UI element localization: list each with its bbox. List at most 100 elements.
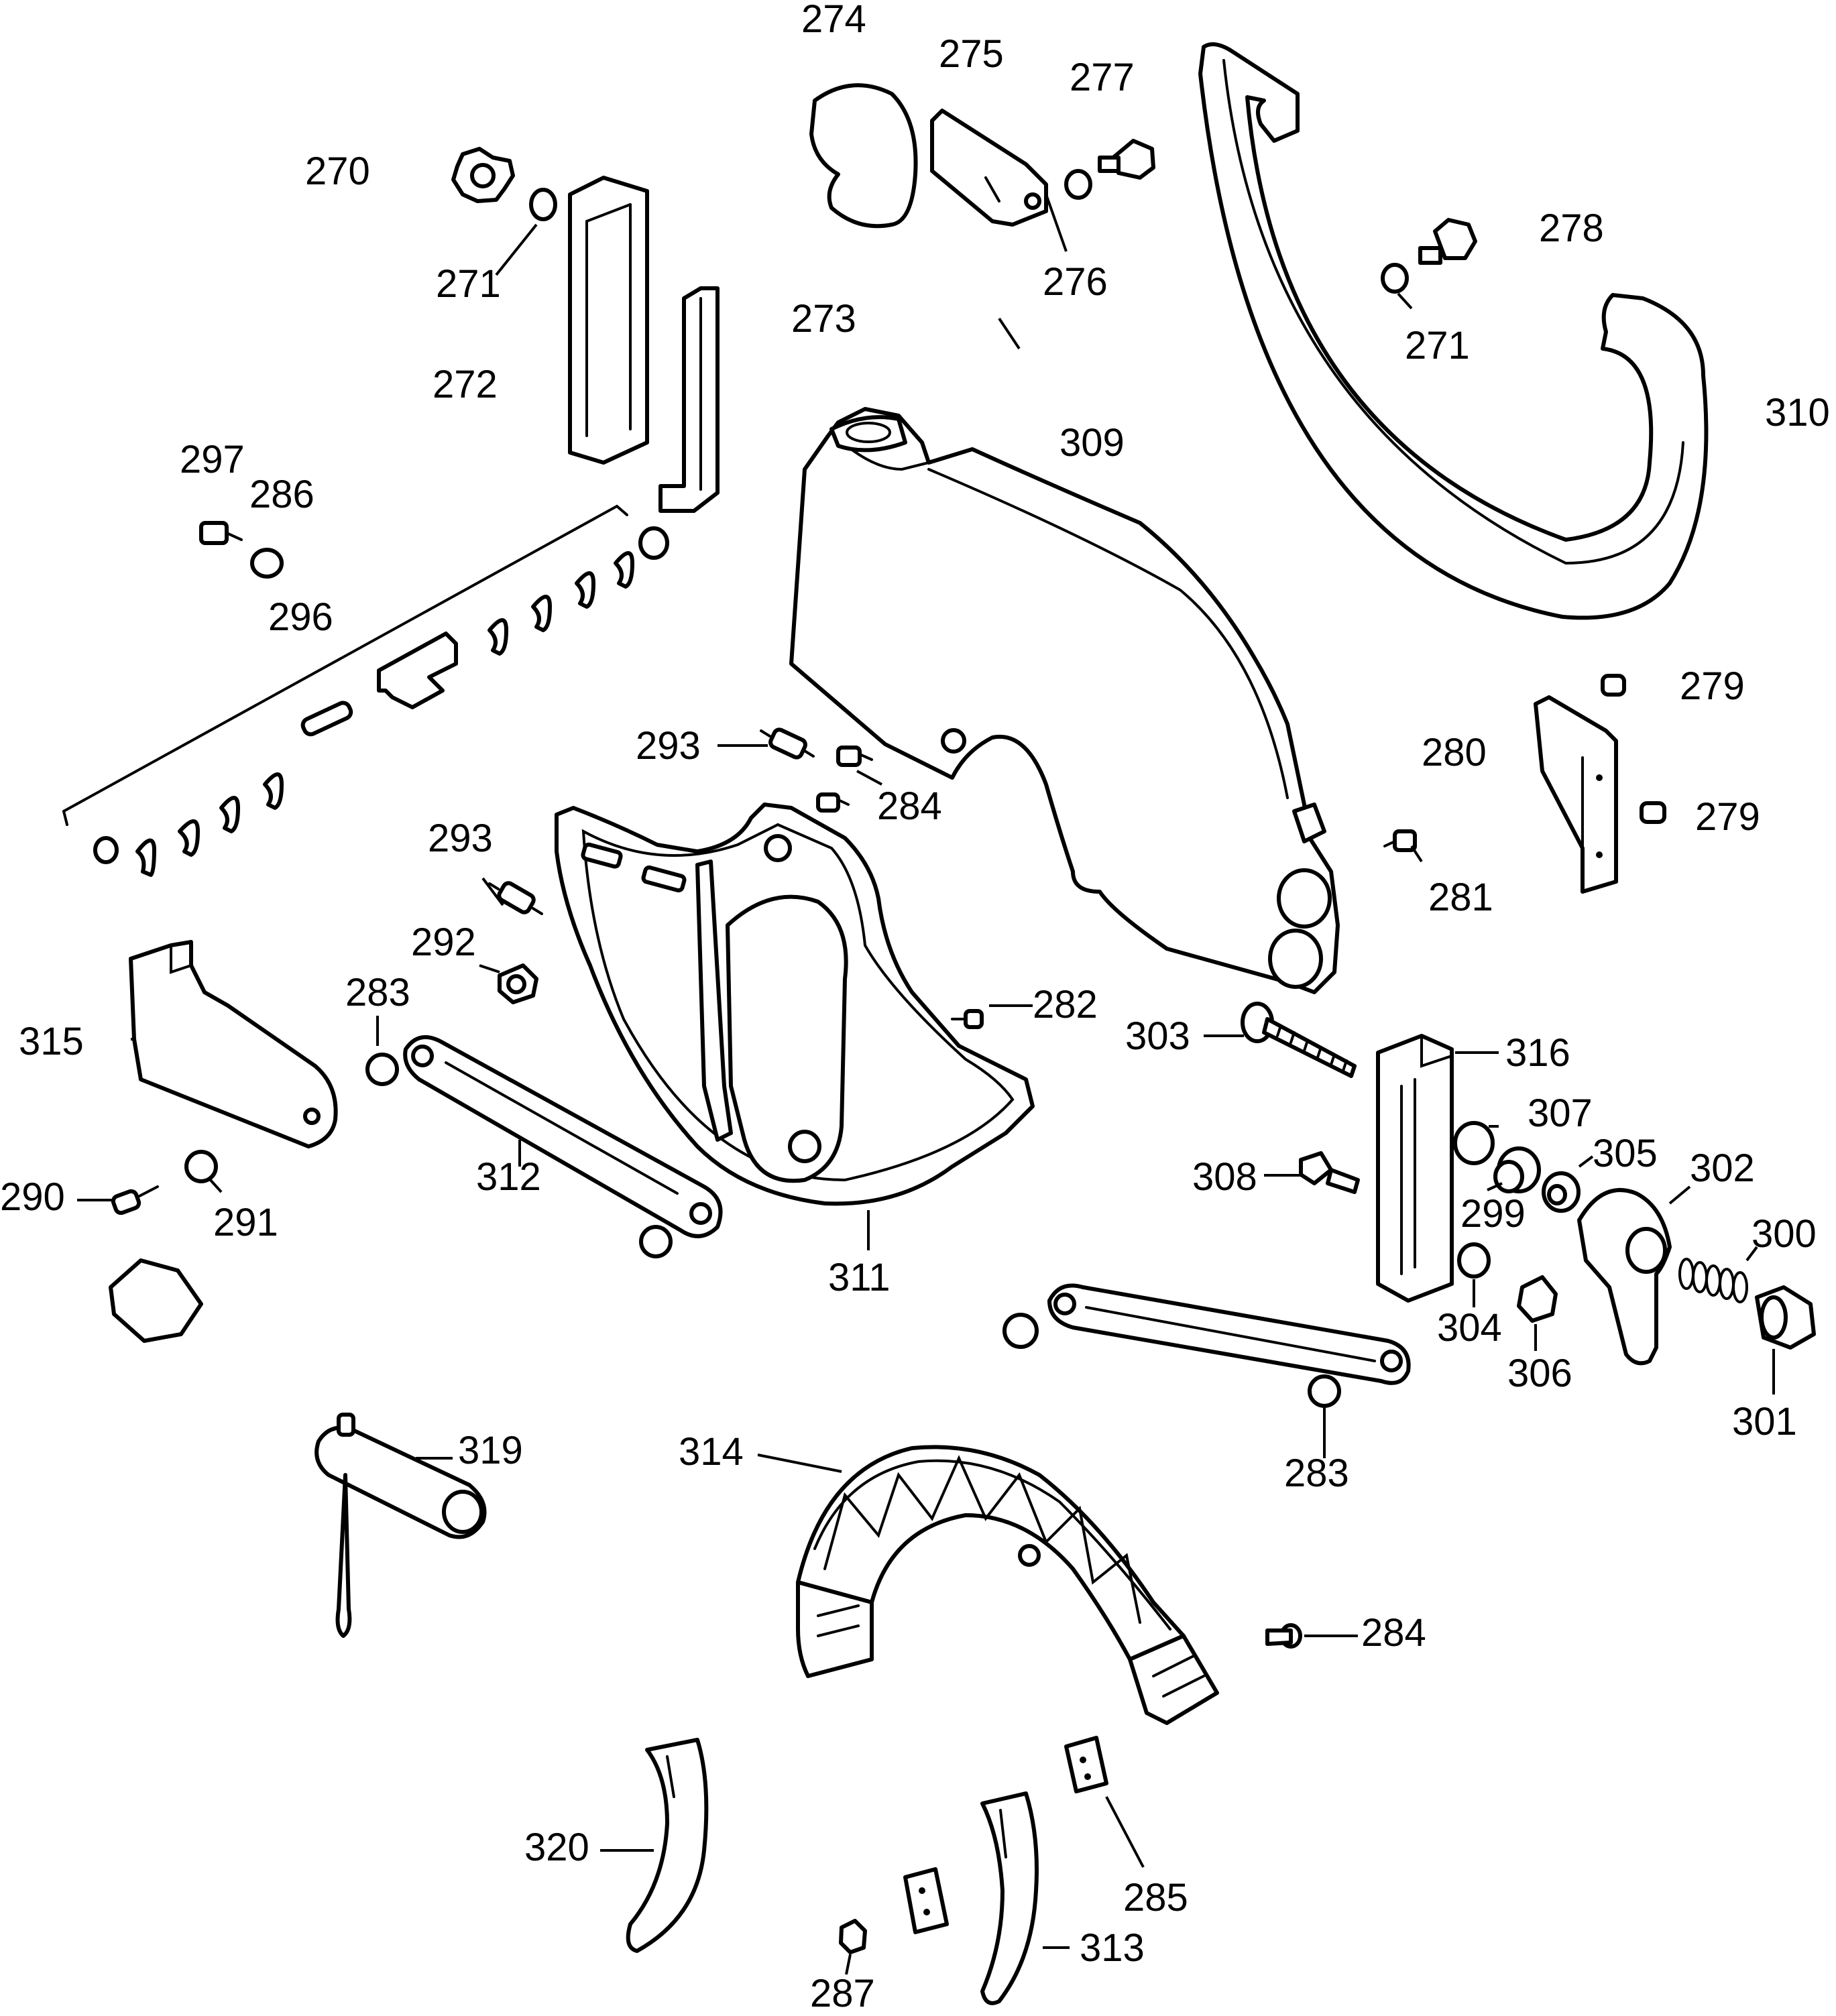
part-280-bracket xyxy=(1534,695,1618,894)
label-316: 316 xyxy=(1505,1031,1570,1075)
part-316-slotted-bracket xyxy=(1376,1034,1454,1303)
label-284-lower: 284 xyxy=(1361,1611,1426,1655)
label-282: 282 xyxy=(1033,983,1098,1026)
part-313-shoe xyxy=(980,1791,1039,2005)
label-274: 274 xyxy=(801,0,866,41)
part-299-bushing xyxy=(1493,1146,1541,1193)
part-284-screw-small xyxy=(816,792,850,813)
part-311-lower-guard xyxy=(555,803,1035,1206)
part-314-arc-bracket xyxy=(796,1445,1219,1725)
part-312-link-arm xyxy=(403,1035,723,1238)
label-283-left: 283 xyxy=(345,971,410,1014)
part-271-washer xyxy=(529,188,557,221)
label-320: 320 xyxy=(524,1826,589,1869)
part-277-knob xyxy=(1098,139,1155,180)
leader-lines xyxy=(77,194,1775,1975)
label-292: 292 xyxy=(411,921,476,964)
part-300-spring xyxy=(1678,1258,1748,1303)
part-279-screw-upper xyxy=(1601,674,1626,697)
part-304-washer xyxy=(1457,1242,1491,1279)
label-309: 309 xyxy=(1059,421,1125,465)
label-310: 310 xyxy=(1765,391,1830,434)
part-301-cap-nut xyxy=(1755,1285,1816,1350)
part-279-screw-lower xyxy=(1640,801,1666,824)
label-319: 319 xyxy=(458,1429,523,1472)
label-305: 305 xyxy=(1593,1132,1658,1175)
part-310-guard-ring xyxy=(1198,42,1709,620)
label-272: 272 xyxy=(433,363,498,406)
label-300: 300 xyxy=(1752,1212,1817,1256)
label-308: 308 xyxy=(1192,1155,1257,1199)
label-293-upper: 293 xyxy=(636,724,701,768)
part-302-lever xyxy=(1577,1188,1672,1366)
label-279-upper: 279 xyxy=(1680,664,1745,708)
part-284-screw-lower xyxy=(1265,1623,1302,1649)
part-274-cover xyxy=(809,83,918,229)
part-309-upper-guard xyxy=(789,407,1340,994)
label-304: 304 xyxy=(1437,1306,1502,1350)
part-link-arm-right xyxy=(1047,1283,1411,1385)
label-276: 276 xyxy=(1043,260,1108,304)
label-273: 273 xyxy=(791,297,856,341)
part-286-washer xyxy=(250,548,284,579)
part-296-set-line xyxy=(62,504,628,826)
part-270-knob xyxy=(451,147,515,203)
part-319-box-wrench xyxy=(314,1413,487,1638)
label-299: 299 xyxy=(1460,1192,1526,1236)
label-293-lower: 293 xyxy=(428,817,493,860)
label-311: 311 xyxy=(828,1256,890,1299)
label-281: 281 xyxy=(1428,876,1493,919)
part-293-pin-upper xyxy=(760,727,815,760)
part-320-blade-shoe xyxy=(626,1738,709,1953)
label-279-lower: 279 xyxy=(1695,795,1760,839)
label-284-upper: 284 xyxy=(877,784,942,828)
label-297: 297 xyxy=(180,438,245,481)
label-270: 270 xyxy=(305,150,370,193)
label-290: 290 xyxy=(0,1175,65,1219)
label-285: 285 xyxy=(1123,1876,1188,1919)
part-273-bracket xyxy=(658,286,720,513)
part-296-set-items xyxy=(93,526,669,877)
part-275-plate xyxy=(930,109,1048,227)
part-307-washer xyxy=(1453,1121,1495,1165)
part-292-bushing xyxy=(498,963,538,1004)
label-283-right: 283 xyxy=(1284,1451,1349,1495)
part-315-plate xyxy=(129,940,338,1148)
part-283-washer-right-arm-left xyxy=(1002,1313,1039,1349)
part-283-washer-right-arm xyxy=(1308,1374,1341,1408)
label-291: 291 xyxy=(213,1201,278,1244)
label-301: 301 xyxy=(1732,1400,1797,1443)
label-306: 306 xyxy=(1507,1352,1572,1395)
label-314: 314 xyxy=(679,1430,744,1474)
label-315: 315 xyxy=(19,1020,84,1063)
part-308-screw xyxy=(1299,1151,1360,1194)
label-307: 307 xyxy=(1528,1091,1593,1135)
label-287: 287 xyxy=(810,1972,875,2015)
label-286: 286 xyxy=(249,473,314,516)
part-293-pin-lower xyxy=(488,881,543,915)
label-271: 271 xyxy=(436,262,501,306)
part-271-washer-right xyxy=(1381,263,1409,294)
part-290-screw xyxy=(111,1185,159,1215)
part-297-screw xyxy=(199,521,243,545)
part-291-washer xyxy=(184,1150,218,1183)
part-278-knob xyxy=(1418,218,1477,265)
part-282-screw xyxy=(951,1009,984,1029)
part-306-nut xyxy=(1517,1275,1558,1323)
part-hex-shape xyxy=(109,1258,203,1343)
part-285-clip-lower xyxy=(903,1867,949,1934)
label-280: 280 xyxy=(1422,731,1487,774)
label-275: 275 xyxy=(939,32,1004,76)
label-302: 302 xyxy=(1690,1146,1755,1190)
part-284-screw-upper xyxy=(836,746,873,767)
part-283-washer-lower-left xyxy=(639,1225,673,1258)
part-281-screw xyxy=(1383,829,1417,852)
part-276-washer xyxy=(1064,169,1092,200)
label-313: 313 xyxy=(1080,1926,1145,1970)
label-303: 303 xyxy=(1125,1014,1190,1058)
part-283-washer xyxy=(365,1053,399,1086)
label-312: 312 xyxy=(476,1155,541,1199)
label-277: 277 xyxy=(1070,56,1135,99)
